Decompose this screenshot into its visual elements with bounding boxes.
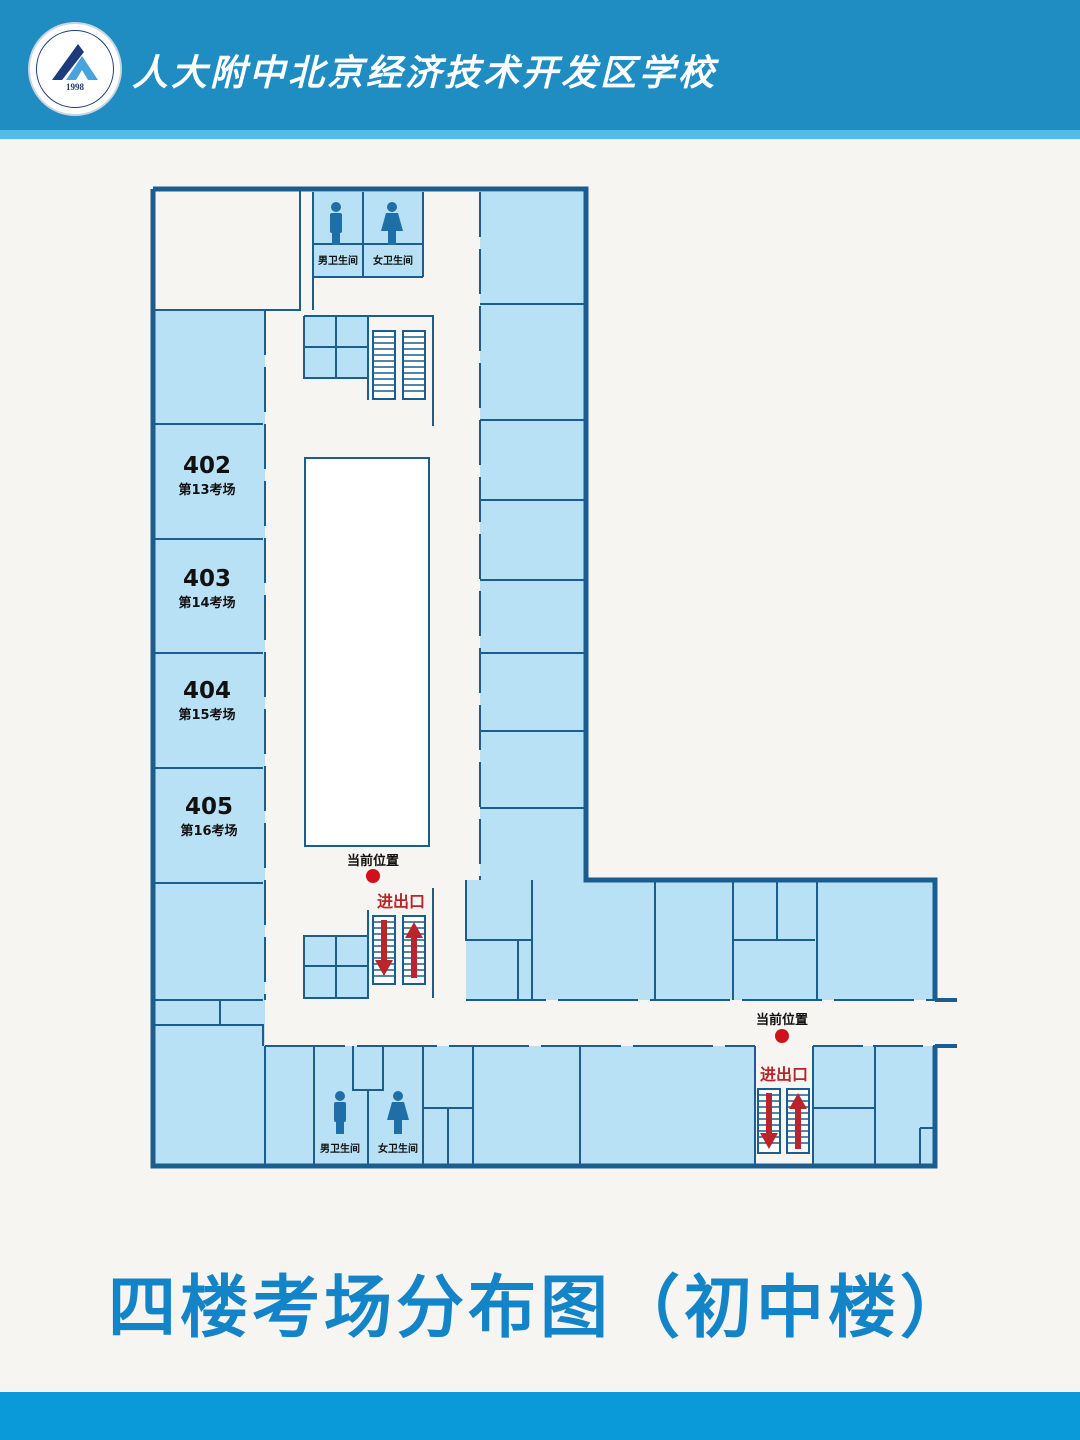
male-restroom-label: 男卫生间 — [320, 1144, 360, 1155]
restroom-icons — [330, 202, 409, 1134]
logo-ring — [36, 30, 114, 108]
room-number: 405 — [184, 794, 233, 820]
logo-year: 1998 — [66, 82, 84, 92]
exam-site: 第13考场 — [178, 483, 236, 498]
male-icon — [330, 202, 342, 245]
arrow-down-icon — [375, 920, 393, 976]
room-402: 402 第13考场 — [155, 453, 259, 498]
room-405: 405 第16考场 — [157, 794, 261, 839]
male-restroom-label: 男卫生间 — [318, 256, 358, 267]
direction-arrows — [375, 920, 807, 1149]
female-restroom-label: 女卫生间 — [373, 256, 413, 267]
arrow-up-icon — [405, 922, 423, 978]
exam-site: 第15考场 — [178, 708, 236, 723]
room-number: 404 — [182, 678, 231, 704]
room-404: 404 第15考场 — [155, 678, 259, 723]
room-number: 402 — [182, 453, 231, 479]
current-position-marker — [775, 1029, 789, 1043]
atrium — [304, 457, 430, 847]
exit-label: 进出口 — [759, 1065, 808, 1084]
current-position-marker — [366, 869, 380, 883]
male-icon — [334, 1091, 346, 1134]
room-403: 403 第14考场 — [155, 566, 259, 611]
arrow-up-icon — [789, 1093, 807, 1149]
current-position-label: 当前位置 — [346, 854, 399, 869]
female-icon — [387, 1091, 409, 1134]
female-restroom-label: 女卫生间 — [378, 1144, 418, 1155]
header-bar — [0, 0, 1080, 130]
current-position-label: 当前位置 — [755, 1013, 808, 1028]
header-stripe — [0, 130, 1080, 139]
staircases — [372, 330, 810, 1154]
footer-bar — [0, 1392, 1080, 1440]
school-name: 人大附中北京经济技术开发区学校 — [132, 52, 718, 94]
exit-label: 进出口 — [376, 892, 425, 911]
walls — [150, 186, 957, 1169]
exam-site: 第14考场 — [178, 596, 236, 611]
logo-mountain-icon — [52, 44, 98, 80]
arrow-down-icon — [760, 1093, 778, 1149]
exam-site: 第16考场 — [180, 824, 238, 839]
female-icon — [381, 202, 403, 245]
room-number: 403 — [182, 566, 231, 592]
school-logo: 1998 — [28, 22, 122, 116]
page-title: 四楼考场分布图（初中楼） — [107, 1269, 972, 1348]
